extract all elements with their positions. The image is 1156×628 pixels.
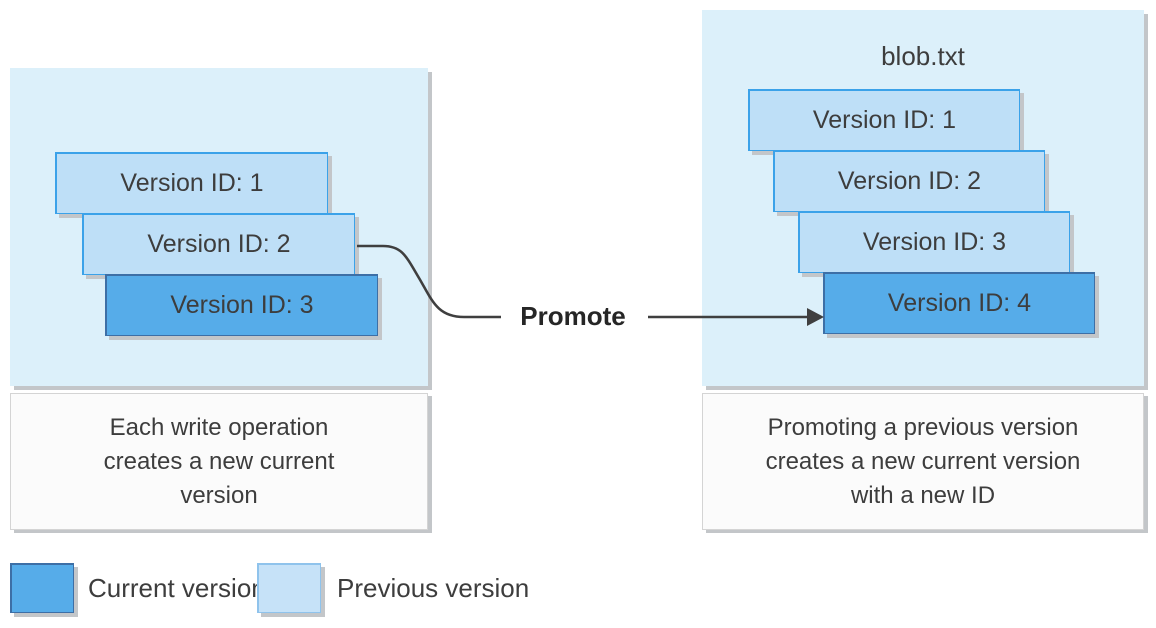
promote-label: Promote: [520, 301, 626, 331]
version-label: Version ID: 3: [862, 228, 1007, 256]
caption-line: version: [180, 481, 258, 509]
caption-line: with a new ID: [850, 481, 996, 509]
left-version-box-1: Version ID: 1: [55, 152, 328, 214]
right-caption-box: Promoting a previous version creates a n…: [702, 393, 1144, 530]
legend-label-current-version: Current version: [88, 573, 266, 603]
right-version-box-2: Version ID: 2: [773, 150, 1045, 212]
caption-line: Each write operation: [109, 413, 329, 441]
version-label: Version ID: 1: [812, 106, 957, 134]
caption-line: Promoting a previous version: [767, 413, 1079, 441]
version-label: Version ID: 3: [170, 291, 314, 319]
version-label: Version ID: 1: [120, 169, 264, 197]
right-version-box-4-current: Version ID: 4: [823, 272, 1095, 334]
left-version-box-2: Version ID: 2: [82, 213, 355, 275]
version-label: Version ID: 2: [147, 230, 291, 258]
caption-line: creates a new current version: [765, 447, 1081, 475]
right-blob-title: blob.txt: [881, 41, 965, 71]
caption-line: creates a new current: [103, 447, 335, 475]
left-version-box-3-current: Version ID: 3: [105, 274, 378, 336]
legend-swatch-current-version: [10, 563, 74, 613]
version-label: Version ID: 2: [837, 167, 982, 195]
left-caption-box: Each write operation creates a new curre…: [10, 393, 428, 530]
version-label: Version ID: 4: [887, 289, 1032, 317]
right-version-box-1: Version ID: 1: [748, 89, 1020, 151]
legend-swatch-previous-version: [257, 563, 321, 613]
right-version-box-3: Version ID: 3: [798, 211, 1070, 273]
legend-label-previous-version: Previous version: [337, 573, 530, 603]
